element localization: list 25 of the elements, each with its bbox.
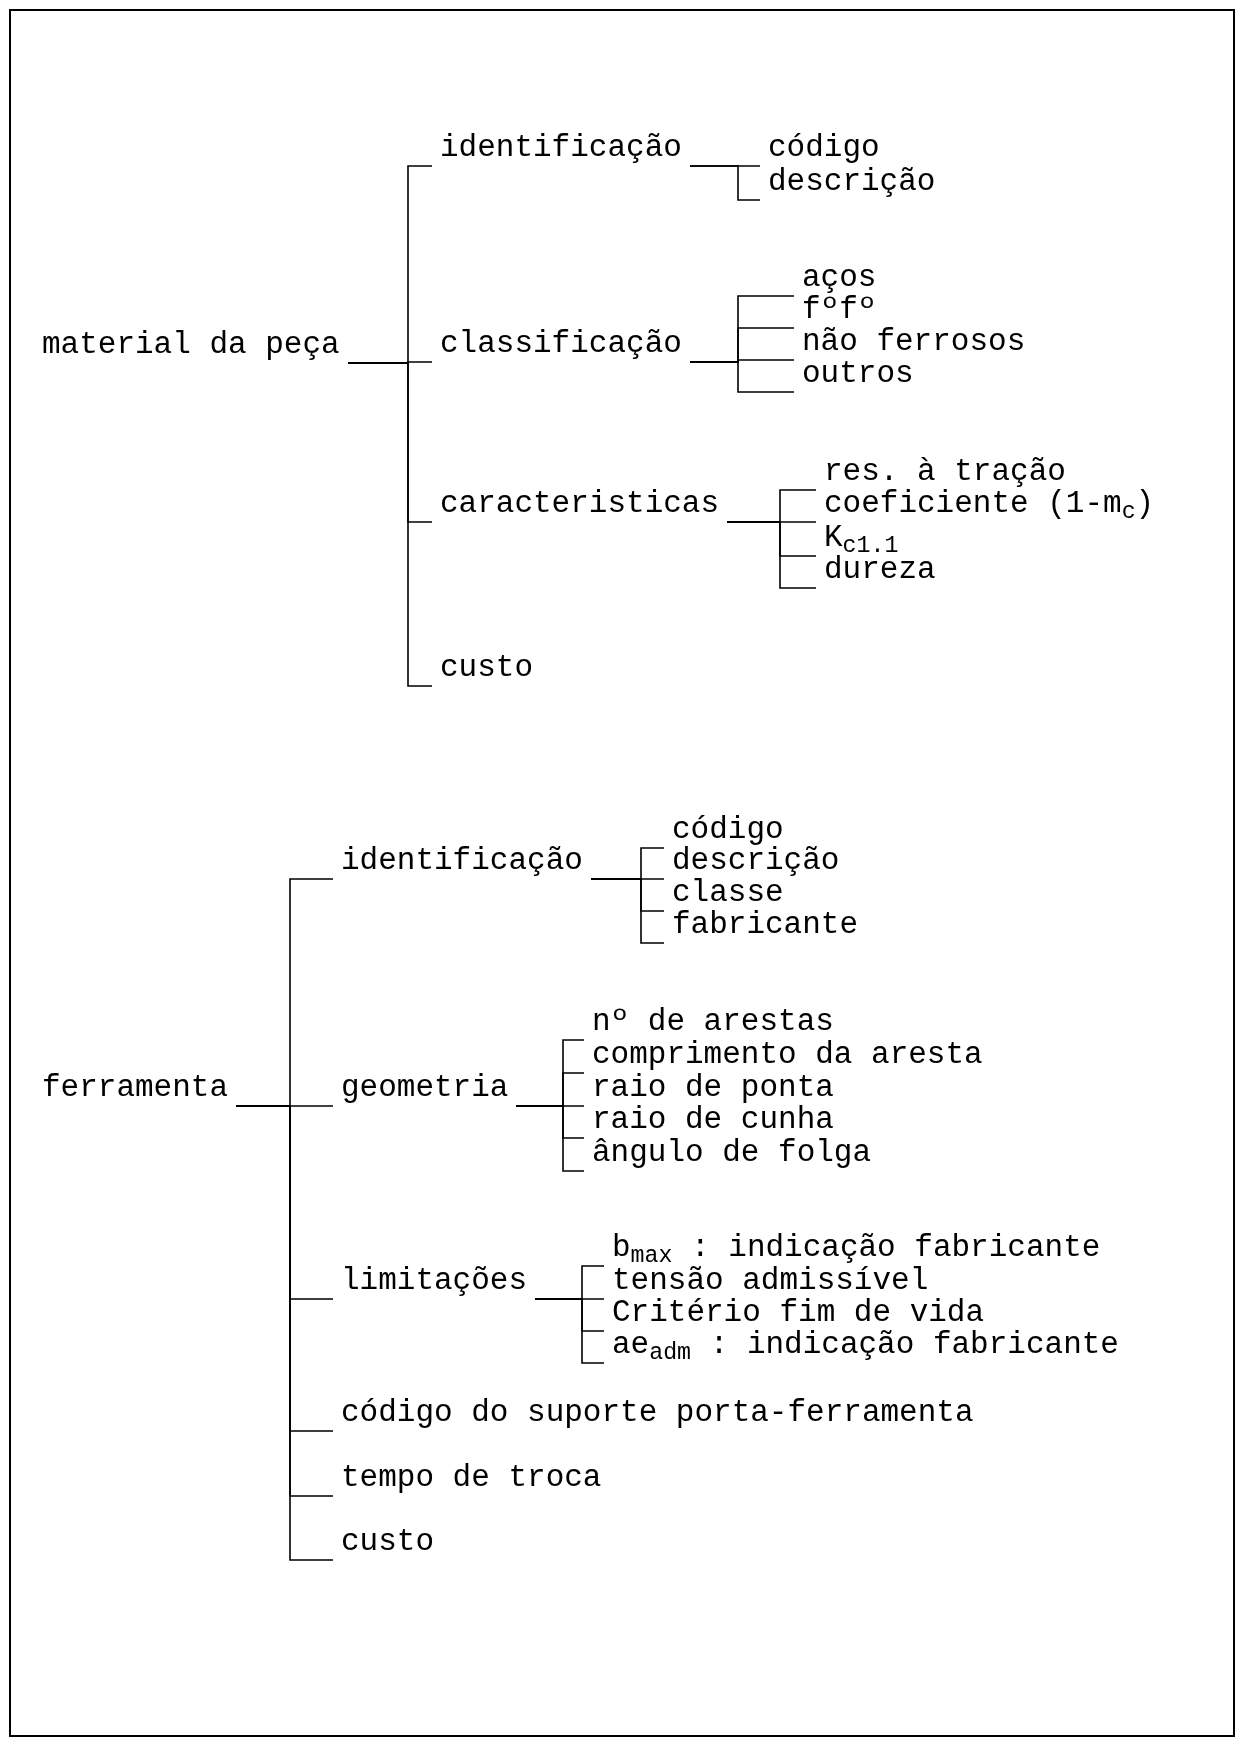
tree-item: nº de arestas: [592, 1004, 834, 1040]
tree-item: identificação: [440, 130, 682, 166]
tree-item: caracteristicas: [440, 486, 720, 522]
tree-item: código: [768, 130, 880, 166]
tree-item: classificação: [440, 326, 682, 362]
tree-item: limitações: [341, 1263, 528, 1299]
tree-item: ferramenta: [42, 1070, 229, 1106]
bracket-line: [689, 165, 761, 201]
tree-item: custo: [341, 1524, 434, 1560]
bracket-line: [590, 878, 665, 944]
tree-item: custo: [440, 650, 533, 686]
bracket-line: [347, 362, 433, 687]
tree-item: identificação: [341, 843, 583, 879]
tree-item: geometria: [341, 1070, 509, 1106]
bracket-line: [726, 521, 817, 589]
bracket-line: [534, 1298, 605, 1364]
bracket-line: [515, 1105, 585, 1172]
tree-item: código do suporte porta-ferramenta: [341, 1395, 974, 1431]
tree-item: ângulo de folga: [592, 1135, 872, 1171]
tree-item: tempo de troca: [341, 1460, 602, 1496]
tree-item: b$_{max}$ : indicação fabricante: [612, 1230, 1101, 1266]
bracket-line: [689, 361, 795, 393]
tree-item: material da peça: [42, 327, 340, 363]
tree-item: descrição: [768, 164, 936, 200]
tree-item: comprimento da aresta: [592, 1037, 983, 1073]
